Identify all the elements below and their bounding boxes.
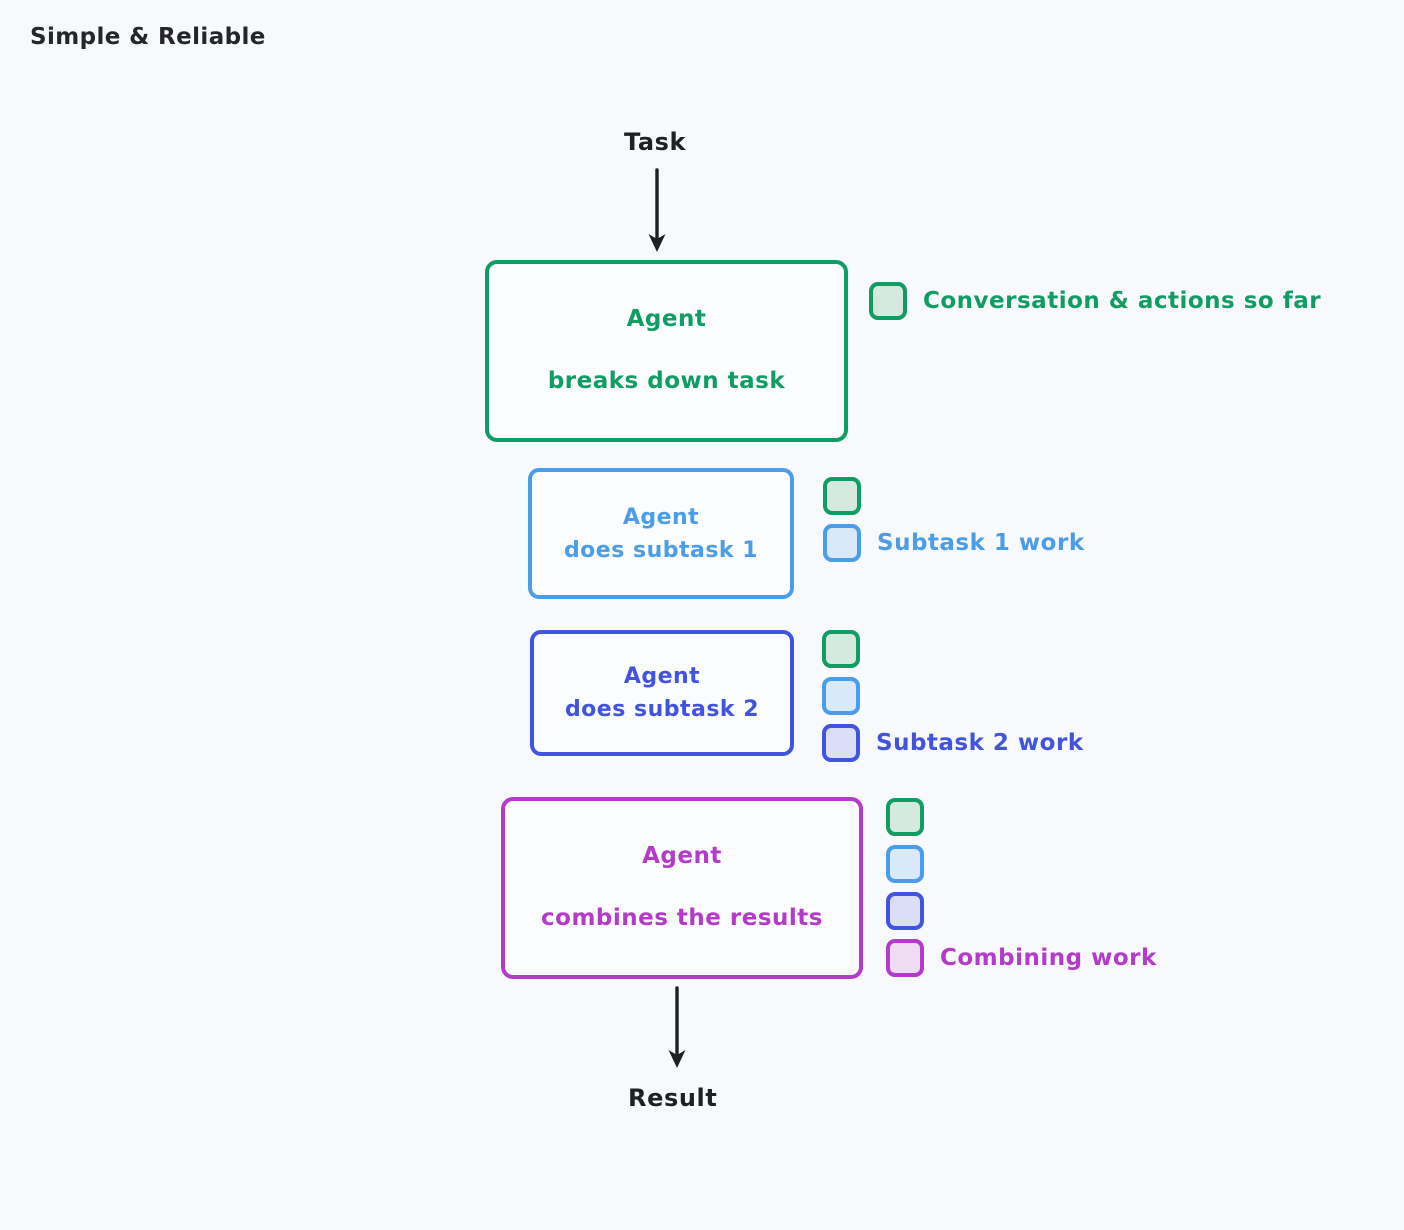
legend-row bbox=[822, 677, 1084, 715]
agent-box-breaks-down-task[interactable]: Agent breaks down task bbox=[485, 260, 848, 442]
legend-row bbox=[886, 798, 1157, 836]
swatch-indigo-icon bbox=[822, 724, 860, 762]
agent-box-subtitle: breaks down task bbox=[547, 368, 786, 394]
agent-box-subtitle: does subtask 1 bbox=[563, 537, 759, 563]
swatch-purple-icon bbox=[886, 939, 924, 977]
legend-subtask-2: Subtask 2 work bbox=[822, 630, 1084, 762]
legend-row: Subtask 1 work bbox=[823, 524, 1085, 562]
arrow-agent-to-result bbox=[668, 986, 686, 1068]
legend-row bbox=[823, 477, 1085, 515]
legend-conversation: Conversation & actions so far bbox=[869, 282, 1321, 320]
page-title: Simple & Reliable bbox=[30, 24, 266, 50]
swatch-blue-icon bbox=[822, 677, 860, 715]
swatch-blue-icon bbox=[823, 524, 861, 562]
agent-box-title: Agent bbox=[622, 504, 700, 530]
swatch-green-icon bbox=[886, 798, 924, 836]
legend-label: Conversation & actions so far bbox=[923, 288, 1322, 314]
agent-box-title: Agent bbox=[626, 306, 707, 333]
agent-box-subtitle: does subtask 2 bbox=[564, 697, 760, 722]
swatch-green-icon bbox=[823, 477, 861, 515]
result-output-label: Result bbox=[628, 1084, 718, 1112]
agent-box-subtitle: combines the results bbox=[541, 905, 823, 931]
legend-row bbox=[886, 892, 1157, 930]
legend-combining: Combining work bbox=[886, 798, 1157, 977]
legend-subtask-1: Subtask 1 work bbox=[823, 477, 1085, 562]
task-input-label: Task bbox=[624, 128, 687, 156]
legend-label: Subtask 1 work bbox=[877, 530, 1085, 556]
swatch-indigo-icon bbox=[886, 892, 924, 930]
swatch-blue-icon bbox=[886, 845, 924, 883]
legend-row: Combining work bbox=[886, 939, 1157, 977]
legend-label: Subtask 2 work bbox=[876, 730, 1084, 756]
agent-box-combines-the-results[interactable]: Agent combines the results bbox=[501, 797, 863, 979]
swatch-green-icon bbox=[869, 282, 907, 320]
arrow-task-to-agent bbox=[648, 168, 666, 252]
legend-row: Conversation & actions so far bbox=[869, 282, 1321, 320]
legend-row bbox=[886, 845, 1157, 883]
agent-box-does-subtask-1[interactable]: Agent does subtask 1 bbox=[528, 468, 794, 599]
agent-box-title: Agent bbox=[642, 843, 722, 870]
legend-row: Subtask 2 work bbox=[822, 724, 1084, 762]
swatch-green-icon bbox=[822, 630, 860, 668]
agent-box-does-subtask-2[interactable]: Agent does subtask 2 bbox=[530, 630, 794, 756]
legend-row bbox=[822, 630, 1084, 668]
agent-box-title: Agent bbox=[623, 664, 701, 689]
legend-label: Combining work bbox=[940, 945, 1157, 971]
